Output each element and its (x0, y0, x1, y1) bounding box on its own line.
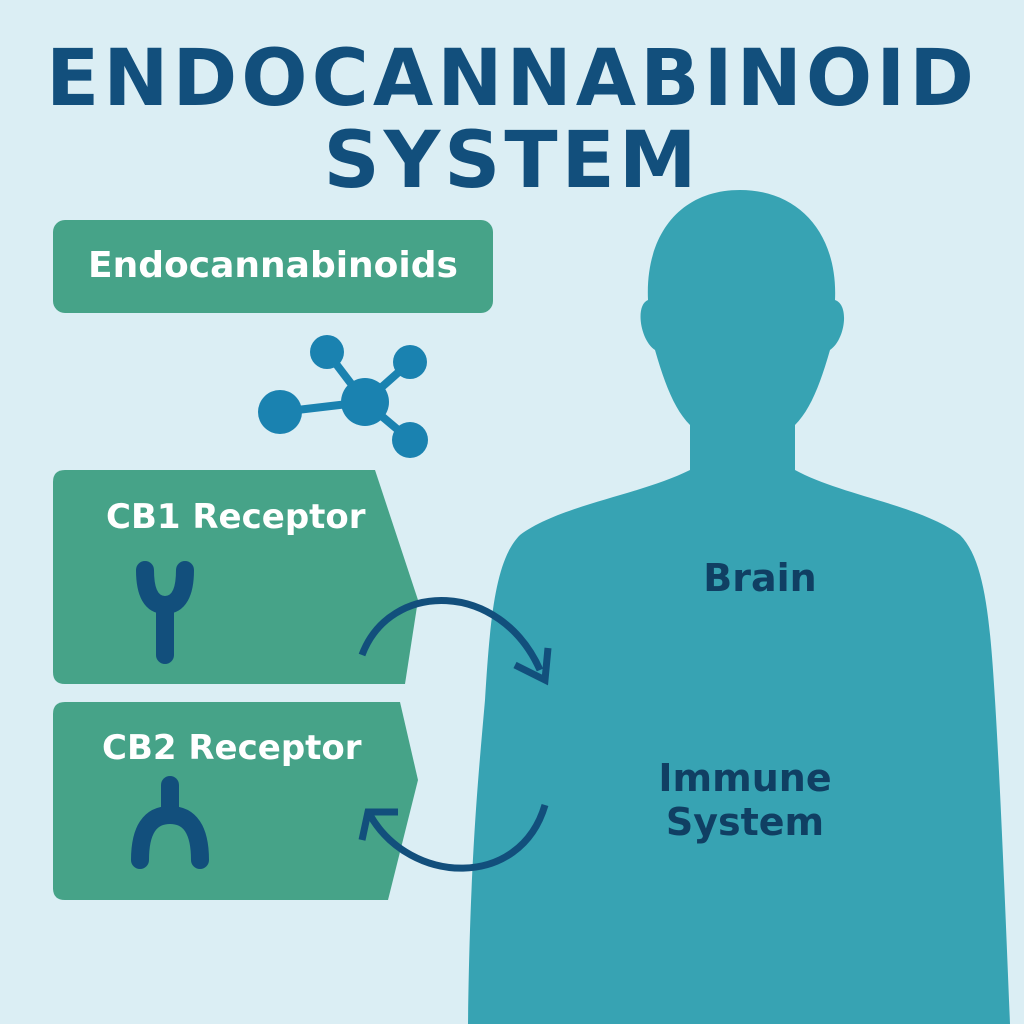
cb2-receptor-icon (131, 776, 209, 869)
endocannabinoids-box (53, 220, 493, 313)
endocannabinoids-label: Endocannabinoids (88, 245, 458, 286)
molecule-icon (258, 335, 428, 458)
title-line-2: SYSTEM (323, 116, 701, 206)
cb1-box (53, 470, 418, 684)
brain-label: Brain (703, 556, 817, 600)
arrow-to-body-icon (358, 597, 552, 686)
arrow-to-cb2-icon (358, 804, 549, 872)
cb2-label: CB2 Receptor (102, 728, 362, 768)
cb1-label: CB1 Receptor (106, 497, 366, 537)
cb1-receptor-icon (136, 561, 194, 664)
human-body-silhouette (468, 190, 1010, 1024)
title-line-1: ENDOCANNABINOID (46, 34, 978, 124)
immune-system-label: Immune System (658, 756, 832, 844)
